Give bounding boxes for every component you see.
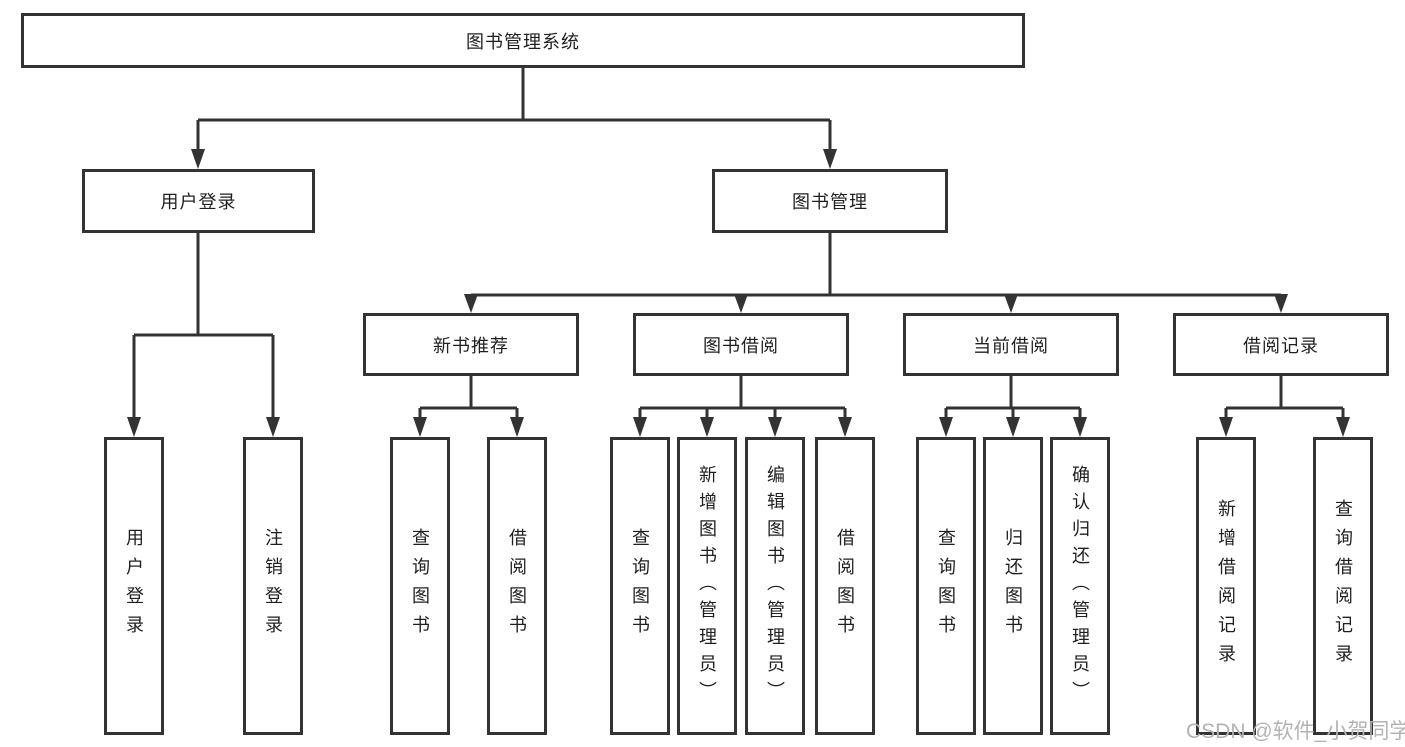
node-user-login: 用户登录: [82, 169, 315, 233]
leaf-return-book: 归还图书: [983, 437, 1043, 735]
leaf-label: 查询图书: [936, 528, 956, 644]
leaf-add-borrow-record: 新增借阅记录: [1196, 437, 1256, 735]
leaf-borrow-books-recommend: 借阅图书: [487, 437, 547, 735]
node-borrow-records: 借阅记录: [1173, 313, 1389, 376]
leaf-label: 新增图书（管理员）: [697, 464, 717, 708]
leaf-add-book-admin: 新增图书（管理员）: [677, 437, 737, 735]
leaf-label: 查询图书: [410, 528, 430, 644]
leaf-label: 借阅图书: [507, 528, 527, 644]
node-label: 图书借阅: [703, 335, 779, 356]
leaf-query-books-current: 查询图书: [916, 437, 976, 735]
arrowheads: [127, 149, 1350, 437]
leaf-label: 查询图书: [630, 528, 650, 644]
node-label: 用户登录: [160, 192, 237, 212]
node-label: 图书管理系统: [466, 31, 580, 52]
leaf-label: 新增借阅记录: [1216, 499, 1236, 673]
node-book-management: 图书管理: [712, 169, 948, 233]
node-library-management-system: 图书管理系统: [21, 13, 1025, 68]
leaf-label: 归还图书: [1003, 528, 1023, 644]
leaf-logout: 注销登录: [243, 437, 303, 735]
leaf-label: 确认归还（管理员）: [1070, 464, 1090, 708]
leaf-query-books-recommend: 查询图书: [390, 437, 450, 735]
node-new-book-recommend: 新书推荐: [363, 313, 579, 376]
leaf-user-login: 用户登录: [104, 437, 164, 735]
node-book-borrow: 图书借阅: [633, 313, 849, 376]
leaf-borrow-book: 借阅图书: [815, 437, 875, 735]
leaf-label: 注销登录: [263, 528, 283, 644]
leaf-query-borrow-record: 查询借阅记录: [1313, 437, 1373, 735]
csdn-watermark: CSDN @软件_小贺同学: [1186, 720, 1405, 743]
leaf-label: 编辑图书（管理员）: [765, 464, 785, 708]
node-label: 新书推荐: [433, 335, 509, 356]
leaf-edit-book-admin: 编辑图书（管理员）: [745, 437, 805, 735]
leaf-label: 用户登录: [124, 528, 144, 644]
node-label: 当前借阅: [973, 335, 1049, 356]
leaf-label: 查询借阅记录: [1333, 499, 1353, 673]
node-label: 图书管理: [792, 192, 868, 212]
leaf-confirm-return-admin: 确认归还（管理员）: [1050, 437, 1110, 735]
leaf-query-books-borrow: 查询图书: [610, 437, 670, 735]
leaf-label: 借阅图书: [835, 528, 855, 644]
node-current-borrow: 当前借阅: [903, 313, 1119, 376]
node-label: 借阅记录: [1243, 335, 1319, 356]
